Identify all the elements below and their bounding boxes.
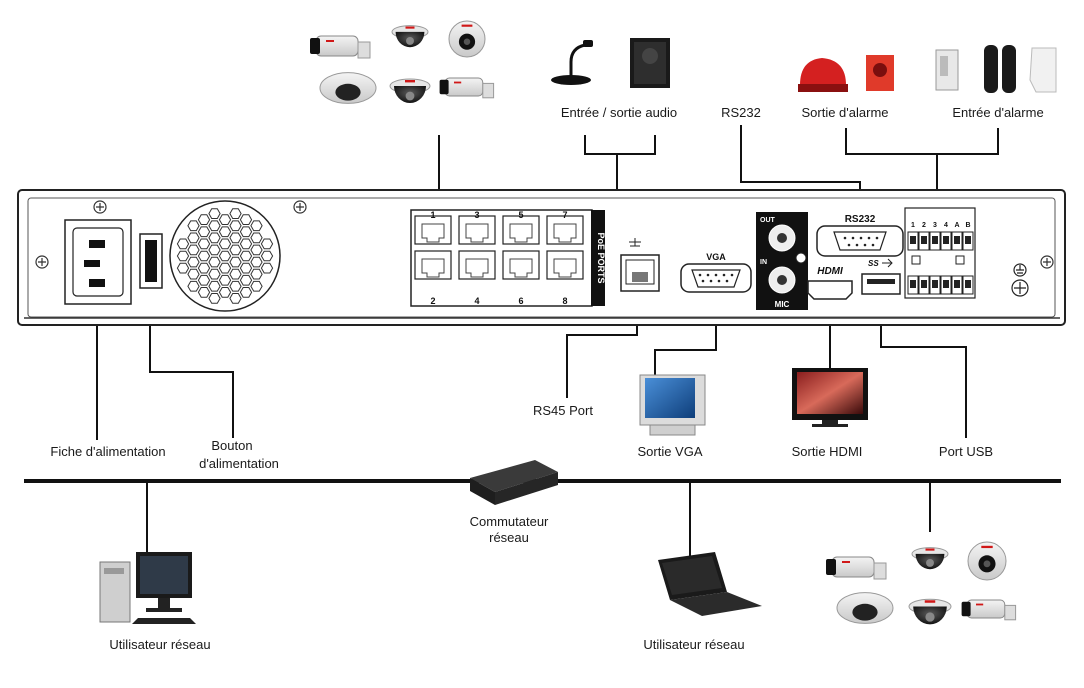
turret-camera <box>448 20 486 58</box>
ground-icon <box>1011 263 1029 297</box>
cable-audio-bracket <box>584 135 656 155</box>
dome-camera <box>389 78 431 103</box>
minidome-camera <box>319 72 377 104</box>
power-socket <box>64 219 132 305</box>
terminal-number: 3 <box>933 222 937 229</box>
camera-icon <box>310 20 495 104</box>
poe-number-bottom: 8 <box>562 296 567 306</box>
usb-port: SS <box>861 258 901 295</box>
dome-camera <box>391 25 429 48</box>
siren-icon <box>798 55 894 92</box>
screw-icon <box>35 200 1054 269</box>
camera-icon <box>826 541 1017 625</box>
poe-jack <box>414 215 452 245</box>
poe-jack <box>458 250 496 280</box>
turret-camera <box>967 541 1007 581</box>
label-switch-2: réseau <box>489 530 529 545</box>
label-user-mid: Utilisateur réseau <box>643 637 744 652</box>
microphone-icon <box>551 40 593 85</box>
poe-number-top: 7 <box>562 210 567 220</box>
label-audio: Entrée / sortie audio <box>561 105 677 120</box>
dome-camera <box>911 547 949 570</box>
poe-jack <box>414 250 452 280</box>
poe-ports: PoE PORTS 1 2 3 4 5 6 7 8 <box>410 209 606 307</box>
label-alarm-out: Sortie d'alarme <box>801 105 888 120</box>
label-user-left: Utilisateur réseau <box>109 637 210 652</box>
audio-in-label: IN <box>760 259 767 266</box>
tv-icon <box>792 368 868 427</box>
mic-label: MIC <box>775 300 790 309</box>
label-usb: Port USB <box>939 444 993 459</box>
usb-icon <box>882 258 893 268</box>
label-hdmi-out: Sortie HDMI <box>792 444 863 459</box>
poe-label: PoE PORTS <box>596 232 606 283</box>
poe-jack <box>502 250 540 280</box>
label-power-button-2: d'alimentation <box>199 456 279 471</box>
terminal-number: 4 <box>944 222 948 229</box>
poe-number-bottom: 6 <box>518 296 523 306</box>
label-power-plug: Fiche d'alimentation <box>50 444 165 459</box>
terminal-number: B <box>965 222 970 229</box>
bullet-camera <box>826 556 887 580</box>
labels: Entrée / sortie audio RS232 Sortie d'ala… <box>50 105 1043 652</box>
label-rs45: RS45 Port <box>533 403 593 418</box>
poe-jack <box>502 215 540 245</box>
usb-label: SS <box>868 259 879 268</box>
switch-icon <box>470 460 558 505</box>
monitor-icon <box>639 374 706 436</box>
label-switch-1: Commutateur <box>470 514 549 529</box>
poe-jack <box>546 215 584 245</box>
label-power-button-1: Bouton <box>211 438 252 453</box>
label-rs232: RS232 <box>721 105 761 120</box>
audio-block: OUT IN MIC <box>756 212 808 310</box>
bullet-camera <box>961 599 1017 621</box>
ethernet-port <box>620 238 660 292</box>
vga-label: VGA <box>706 252 726 262</box>
poe-number-top: 5 <box>518 210 523 220</box>
audio-out-label: OUT <box>760 217 776 224</box>
fan-grille <box>169 200 281 312</box>
minidome-camera <box>836 592 894 624</box>
laptop-icon <box>658 552 762 616</box>
speaker-icon <box>630 38 670 88</box>
bullet-camera <box>439 77 495 99</box>
poe-jack <box>546 250 584 280</box>
vga-port: VGA <box>680 252 752 293</box>
bullet-camera <box>310 35 371 59</box>
poe-number-top: 3 <box>474 210 479 220</box>
label-alarm-in: Entrée d'alarme <box>952 105 1043 120</box>
poe-number-top: 1 <box>430 210 435 220</box>
rs232-panel-label: RS232 <box>845 214 876 225</box>
terminal-number: 1 <box>911 222 915 229</box>
desktop-icon <box>99 552 196 624</box>
hdmi-label: HDMI <box>817 266 843 277</box>
label-vga-out: Sortie VGA <box>637 444 702 459</box>
hdmi-port: HDMI <box>807 266 853 300</box>
poe-number-bottom: 4 <box>474 296 479 306</box>
poe-jack <box>458 215 496 245</box>
network-icon <box>629 238 641 247</box>
dome-camera <box>908 598 952 625</box>
terminal-number: A <box>954 222 959 229</box>
cable-alarm-bracket <box>845 128 999 155</box>
sensor-icon <box>935 45 1057 93</box>
rs232-port: RS232 <box>816 214 904 257</box>
terminal-number: 2 <box>922 222 926 229</box>
power-switch <box>139 233 163 289</box>
poe-number-bottom: 2 <box>430 296 435 306</box>
